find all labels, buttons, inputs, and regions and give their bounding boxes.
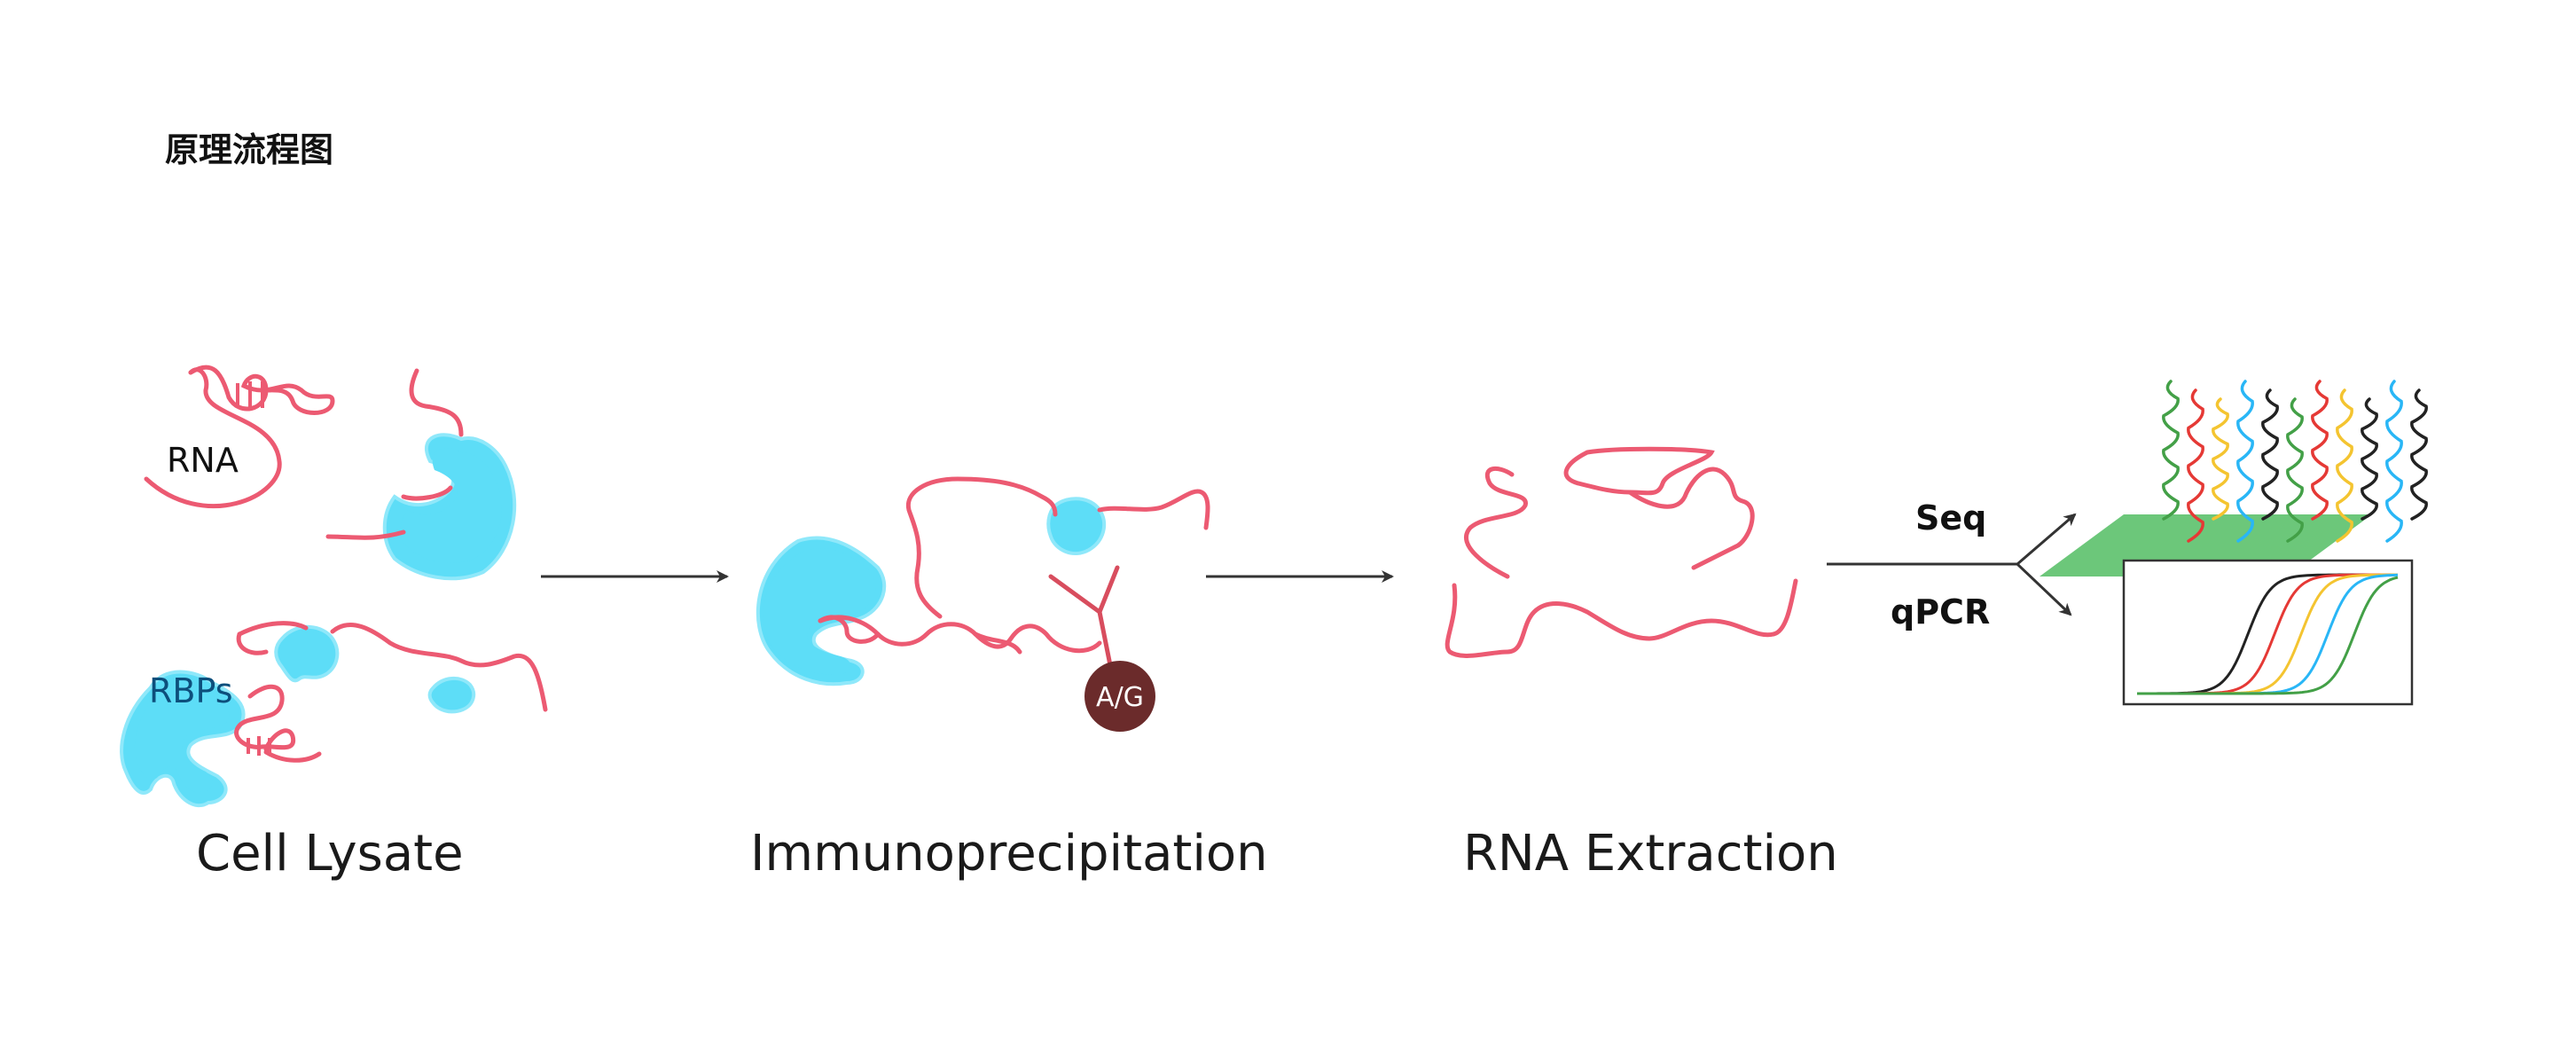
sequencing-read bbox=[2410, 388, 2428, 521]
sequencing-read bbox=[2187, 388, 2204, 543]
rna-strand bbox=[409, 368, 464, 437]
rbp-inner bbox=[763, 548, 876, 675]
sequencing-read bbox=[2361, 397, 2378, 521]
seq-label: Seq bbox=[1915, 498, 1987, 537]
rbp-protein bbox=[274, 624, 340, 683]
antibody bbox=[1048, 565, 1120, 681]
rna-hairpin-rungs bbox=[236, 381, 264, 410]
rna-strand bbox=[263, 749, 322, 763]
qpcr-plot-frame bbox=[2122, 559, 2414, 706]
rna-strand bbox=[1627, 467, 1755, 570]
rna-strand bbox=[1445, 578, 1798, 658]
rbp-protein bbox=[427, 677, 476, 714]
page-title: 原理流程图 bbox=[165, 130, 334, 169]
qpcr-label: qPCR bbox=[1891, 592, 1991, 631]
sequencing-read bbox=[2236, 380, 2254, 543]
rna-strand bbox=[237, 621, 548, 712]
rna-strand bbox=[1464, 466, 1528, 579]
rna-extraction-illustration bbox=[1445, 446, 1798, 658]
bead-label: A/G bbox=[1096, 682, 1144, 713]
rna-strand bbox=[818, 615, 881, 644]
sequencing-read bbox=[2336, 388, 2353, 543]
rbps-label: RBPs bbox=[149, 671, 233, 710]
stage-label-rna-extraction: RNA Extraction bbox=[1463, 825, 1838, 882]
rna-strand bbox=[818, 615, 1102, 654]
rna-strand bbox=[144, 367, 282, 509]
sequencing-illustration bbox=[2040, 380, 2428, 576]
sequencing-read bbox=[2162, 380, 2180, 521]
analysis-branch-arrows bbox=[1827, 513, 2077, 616]
sequencing-read bbox=[2385, 380, 2403, 543]
rna-hairpin-rungs bbox=[247, 736, 271, 756]
qpcr-curves bbox=[2137, 573, 2399, 695]
cell-lysate-illustration bbox=[120, 365, 548, 808]
rbp-inner bbox=[400, 448, 502, 563]
stage-label-cell-lysate: Cell Lysate bbox=[196, 825, 464, 882]
rna-strand bbox=[234, 631, 296, 752]
immunoprecipitation-illustration bbox=[756, 476, 1210, 686]
qpcr-amplification-curve bbox=[2137, 576, 2399, 695]
protein-ag-bead bbox=[1084, 661, 1155, 732]
sequencing-read bbox=[2286, 397, 2304, 543]
rbp-inner bbox=[134, 683, 230, 792]
sequencing-read bbox=[2261, 388, 2279, 521]
rna-strand bbox=[1097, 489, 1210, 530]
stage-label-immunoprecipitation: Immunoprecipitation bbox=[750, 825, 1268, 882]
rna-label: RNA bbox=[167, 441, 239, 480]
rna-strand bbox=[973, 631, 1022, 655]
sequencing-read bbox=[2311, 380, 2329, 521]
sequencing-read bbox=[2212, 397, 2229, 521]
rbp-protein bbox=[1046, 497, 1107, 555]
rna-strand bbox=[905, 476, 1058, 619]
rna-strand bbox=[325, 485, 453, 540]
qpcr-plot bbox=[2122, 559, 2414, 706]
sequencing-reads bbox=[2162, 380, 2428, 543]
rna-hairpin bbox=[188, 365, 335, 415]
rna-strand bbox=[1563, 446, 1715, 496]
